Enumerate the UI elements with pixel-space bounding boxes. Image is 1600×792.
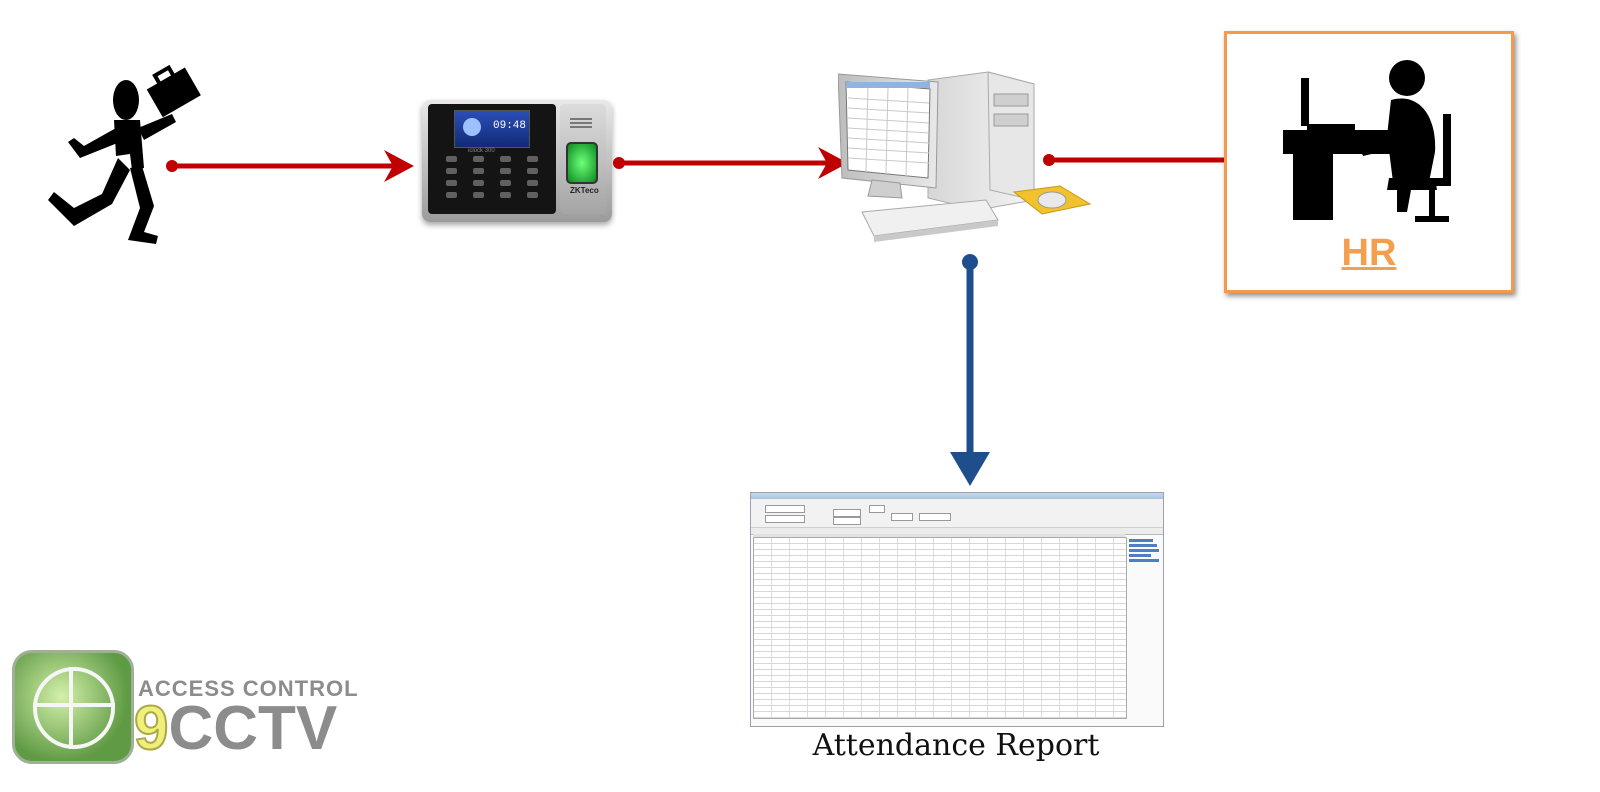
arrow-terminal-to-computer	[613, 147, 848, 179]
logo-text: CCTV	[168, 694, 338, 763]
logo-line-1: ACCESS CONTROL	[138, 676, 359, 701]
office-worker-icon	[1283, 60, 1451, 222]
terminal-time: 09:48	[493, 120, 527, 132]
logo-line-2: 9CCTV	[133, 697, 337, 761]
report-toolbar	[751, 499, 1163, 528]
logo-digit: 9	[133, 694, 170, 763]
arrow-computer-to-report	[950, 254, 990, 486]
terminal-keypad-panel: 09:48 iclock 300	[428, 104, 556, 214]
hr-label: HR	[1341, 232, 1397, 274]
terminal-sensor-panel: ZKTeco	[560, 104, 606, 214]
report-side-links	[1129, 537, 1161, 577]
attendance-report-label: Attendance Report	[812, 728, 1100, 763]
terminal-model: iclock 300	[468, 148, 495, 154]
report-grid-header	[753, 534, 1125, 538]
arrow-employee-to-terminal	[166, 150, 414, 182]
report-grid	[753, 537, 1127, 719]
running-person-icon	[48, 64, 201, 244]
terminal-brand: ZKTeco	[570, 186, 599, 195]
report-table-icon	[750, 492, 1164, 727]
globe-logo-icon	[12, 650, 134, 764]
terminal-keys	[438, 156, 546, 198]
fingerprint-sensor	[566, 142, 598, 184]
terminal-screen: 09:48	[454, 110, 530, 148]
speaker-grille	[570, 118, 592, 120]
hr-node: HR	[1224, 31, 1514, 293]
clock-icon	[463, 118, 481, 136]
report-titlebar	[751, 493, 1163, 499]
fingerprint-scanner-icon: 09:48 iclock 300 ZKTeco	[422, 100, 612, 222]
desktop-computer-icon	[838, 71, 1092, 242]
